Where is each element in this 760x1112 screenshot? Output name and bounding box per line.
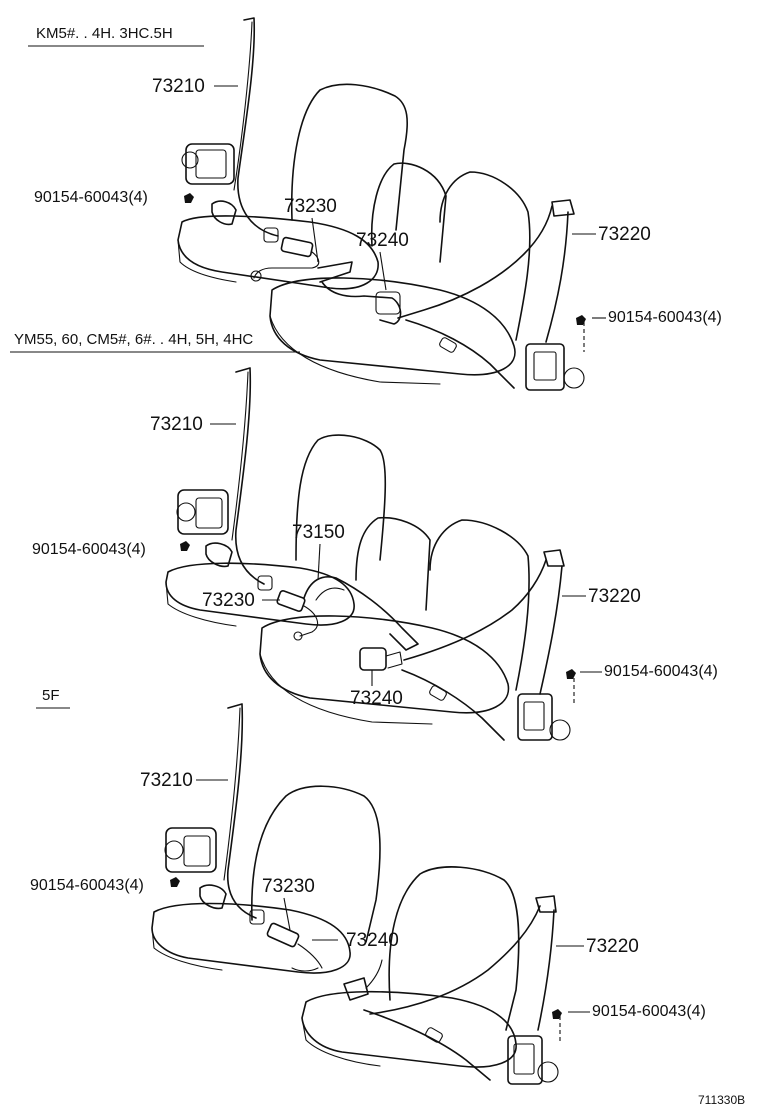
top-leader-73240: [379, 251, 387, 291]
top-label-bolt-left: 90154-60043(4): [34, 189, 148, 206]
bottom-right-seat-back: [388, 866, 520, 1031]
bottom-right-seat-cushion: [301, 990, 517, 1068]
top-label-bolt-right: 90154-60043(4): [608, 309, 722, 326]
top-right-seat-back-1: [370, 162, 447, 263]
top-right-shoulder-belt: [397, 205, 553, 319]
bottom-center-belt: [343, 959, 383, 1001]
middle-label-bolt-right: 90154-60043(4): [604, 663, 718, 680]
middle-label-bolt-left: 90154-60043(4): [32, 541, 146, 558]
middle-right-shoulder-belt-2: [539, 565, 563, 695]
bottom-left-bolt-icon: [170, 877, 180, 887]
top-right-belt-guide: [551, 199, 575, 217]
top-left-retractor: [181, 143, 235, 185]
bottom-label-73230: 73230: [262, 876, 315, 897]
bottom-left-seat-cushion: [151, 902, 351, 974]
middle-left-retractor: [176, 489, 229, 535]
middle-left-shoulder-belt: [234, 367, 265, 585]
middle-left-lap-anchor: [205, 542, 233, 568]
middle-right-belt-guide: [543, 549, 565, 567]
middle-leader-73150: [317, 543, 321, 581]
top-left-bolt-icon: [184, 193, 194, 203]
middle-center-lap-belt: [303, 576, 419, 651]
middle-label-73240: 73240: [350, 688, 403, 709]
middle-buckle: [276, 590, 319, 641]
top-left-shoulder-belt-edge: [233, 21, 253, 191]
top-right-lap-belt: [405, 319, 515, 389]
bottom-label-73240: 73240: [346, 930, 399, 951]
bottom-leader-73230: [283, 897, 291, 931]
bottom-label-bolt-right: 90154-60043(4): [592, 1003, 706, 1020]
top-buckle: [250, 236, 320, 282]
section-middle: YM55, 60, CM5#, 6#. . 4H, 5H, 4HC: [10, 331, 718, 741]
top-right-belt-latch: [439, 337, 457, 353]
middle-left-seat-base: [165, 581, 237, 627]
bottom-right-belt-latch: [425, 1027, 443, 1043]
middle-right-seat-back-2: [429, 519, 530, 691]
top-right-seat-base: [269, 315, 441, 385]
bottom-buckle: [266, 922, 323, 972]
section-bottom: 5F: [30, 687, 706, 1085]
middle-right-belt-latch: [429, 685, 447, 701]
bottom-right-belt-guide: [535, 895, 557, 913]
middle-left-bolt-icon: [180, 541, 190, 551]
top-left-shoulder-belt: [237, 17, 279, 237]
middle-right-retractor: [517, 693, 571, 741]
bottom-right-shoulder-belt: [369, 905, 541, 1015]
middle-header: YM55, 60, CM5#, 6#. . 4H, 5H, 4HC: [14, 331, 253, 348]
top-left-seat-back: [290, 83, 409, 231]
top-header: KM5#. . 4H. 3HC.5H: [36, 25, 173, 42]
middle-left-shoulder-belt-edge: [231, 371, 249, 541]
bottom-right-retractor: [507, 1035, 559, 1085]
bottom-left-retractor: [164, 827, 217, 873]
top-left-lap-anchor: [211, 200, 237, 226]
middle-center-lap-belt-2: [315, 587, 345, 601]
bottom-left-shoulder-belt: [226, 703, 257, 919]
bottom-left-seat-base: [151, 927, 223, 971]
middle-label-73150: 73150: [292, 522, 345, 543]
bottom-label-bolt-left: 90154-60043(4): [30, 877, 144, 894]
middle-label-73210: 73210: [150, 414, 203, 435]
top-right-bolt-icon: [576, 315, 586, 325]
top-label-73230: 73230: [284, 196, 337, 217]
top-left-belt-anchor: [263, 227, 279, 243]
top-right-shoulder-belt-2: [545, 211, 569, 343]
top-right-seat-back-2: [439, 171, 531, 341]
bottom-left-lap-anchor: [199, 884, 227, 910]
top-leader-73230: [311, 217, 319, 263]
middle-center-belt: [359, 647, 403, 671]
top-label-73210: 73210: [152, 76, 205, 97]
middle-left-seat-cushion: [165, 562, 355, 626]
bottom-right-bolt-icon: [552, 1009, 562, 1019]
middle-left-seat-back: [295, 434, 387, 561]
middle-label-73220: 73220: [588, 586, 641, 607]
middle-right-seat-back-1: [355, 516, 431, 611]
top-label-73220: 73220: [598, 224, 651, 245]
section-top: KM5#. . 4H. 3HC.5H: [28, 17, 722, 391]
middle-right-shoulder-belt: [403, 559, 547, 661]
top-right-retractor: [525, 343, 585, 391]
middle-right-seat-cushion: [259, 615, 510, 714]
middle-left-belt-anchor: [257, 575, 273, 591]
bottom-left-seat-back: [250, 785, 381, 943]
middle-label-73230: 73230: [202, 590, 255, 611]
top-left-seat-base: [177, 239, 237, 283]
bottom-right-lap-belt: [363, 1009, 491, 1081]
bottom-right-seat-base: [301, 1017, 381, 1067]
middle-right-bolt-icon: [566, 669, 576, 679]
bottom-left-belt-anchor: [249, 909, 265, 925]
top-center-belt: [317, 261, 402, 325]
middle-right-seat-base: [259, 653, 433, 725]
top-right-seat-cushion: [269, 277, 516, 376]
middle-right-lap-belt: [401, 669, 505, 741]
bottom-label-73210: 73210: [140, 770, 193, 791]
bottom-header: 5F: [42, 687, 60, 704]
bottom-left-shoulder-belt-edge: [223, 707, 241, 881]
top-label-73240: 73240: [356, 230, 409, 251]
bottom-right-shoulder-belt-2: [537, 909, 555, 1031]
bottom-label-73220: 73220: [586, 936, 639, 957]
diagram-code: 711330B: [698, 1093, 745, 1107]
